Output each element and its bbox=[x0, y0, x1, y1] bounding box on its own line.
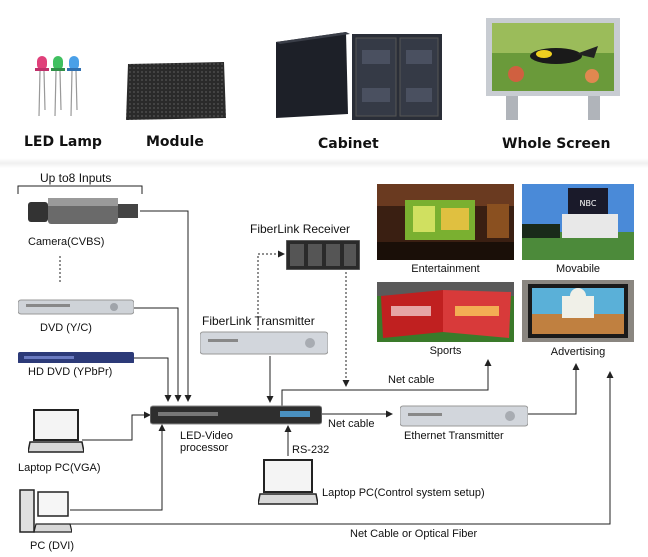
net-cable-lower-label: Net cable bbox=[328, 418, 375, 430]
advertising-image bbox=[522, 280, 634, 342]
dvd-label: DVD (Y/C) bbox=[40, 322, 92, 334]
sports-label: Sports bbox=[429, 345, 462, 357]
whole-screen-image bbox=[486, 16, 620, 122]
laptop-control-image bbox=[258, 458, 318, 506]
camera-label: Camera(CVBS) bbox=[28, 236, 105, 248]
laptop-control-label: Laptop PC(Control system setup) bbox=[322, 487, 485, 499]
module-image bbox=[124, 62, 228, 120]
pc-dvi-image bbox=[18, 488, 72, 534]
ethernet-transmitter-label: Ethernet Transmitter bbox=[404, 430, 504, 442]
svg-text:NBC: NBC bbox=[580, 199, 597, 208]
module-label: Module bbox=[146, 134, 204, 150]
entertainment-image bbox=[377, 184, 514, 260]
entertainment-label: Entertainment bbox=[411, 263, 480, 275]
ethernet-transmitter-image bbox=[400, 404, 528, 428]
net-cable-upper-label: Net cable bbox=[388, 374, 435, 386]
pc-dvi-label: PC (DVI) bbox=[30, 540, 74, 552]
led-lamp-image bbox=[28, 50, 88, 120]
hd-dvd-image bbox=[18, 351, 134, 363]
fiber-transmitter-image bbox=[200, 330, 328, 356]
camera-image bbox=[28, 194, 140, 228]
advertising-label: Advertising bbox=[550, 346, 606, 358]
movabile-image: NBC bbox=[522, 184, 634, 260]
led-processor-image bbox=[150, 404, 322, 426]
whole-screen-label: Whole Screen bbox=[502, 136, 611, 152]
cabinet-label: Cabinet bbox=[318, 136, 379, 152]
fiber-receiver-image bbox=[286, 240, 360, 270]
net-or-fiber-label: Net Cable or Optical Fiber bbox=[350, 528, 478, 540]
inputs-bracket-label: Up to8 Inputs bbox=[40, 171, 112, 185]
laptop-vga-label: Laptop PC(VGA) bbox=[18, 462, 101, 474]
movabile-label: Movabile bbox=[555, 263, 601, 275]
hd-dvd-label: HD DVD (YPbPr) bbox=[28, 366, 113, 378]
cabinet-image bbox=[272, 30, 444, 122]
led-processor-label-line1: LED-Video bbox=[180, 430, 233, 442]
sports-image bbox=[377, 282, 514, 342]
fiber-transmitter-label: FiberLink Transmitter bbox=[202, 314, 315, 328]
led-processor-label-line2: processor bbox=[180, 442, 229, 454]
laptop-vga-image bbox=[28, 408, 84, 454]
led-lamp-label: LED Lamp bbox=[24, 134, 102, 150]
fiber-receiver-label: FiberLink Receiver bbox=[250, 222, 351, 236]
section-divider bbox=[0, 158, 648, 168]
dvd-image bbox=[18, 298, 134, 316]
rs232-label: RS-232 bbox=[292, 444, 330, 456]
